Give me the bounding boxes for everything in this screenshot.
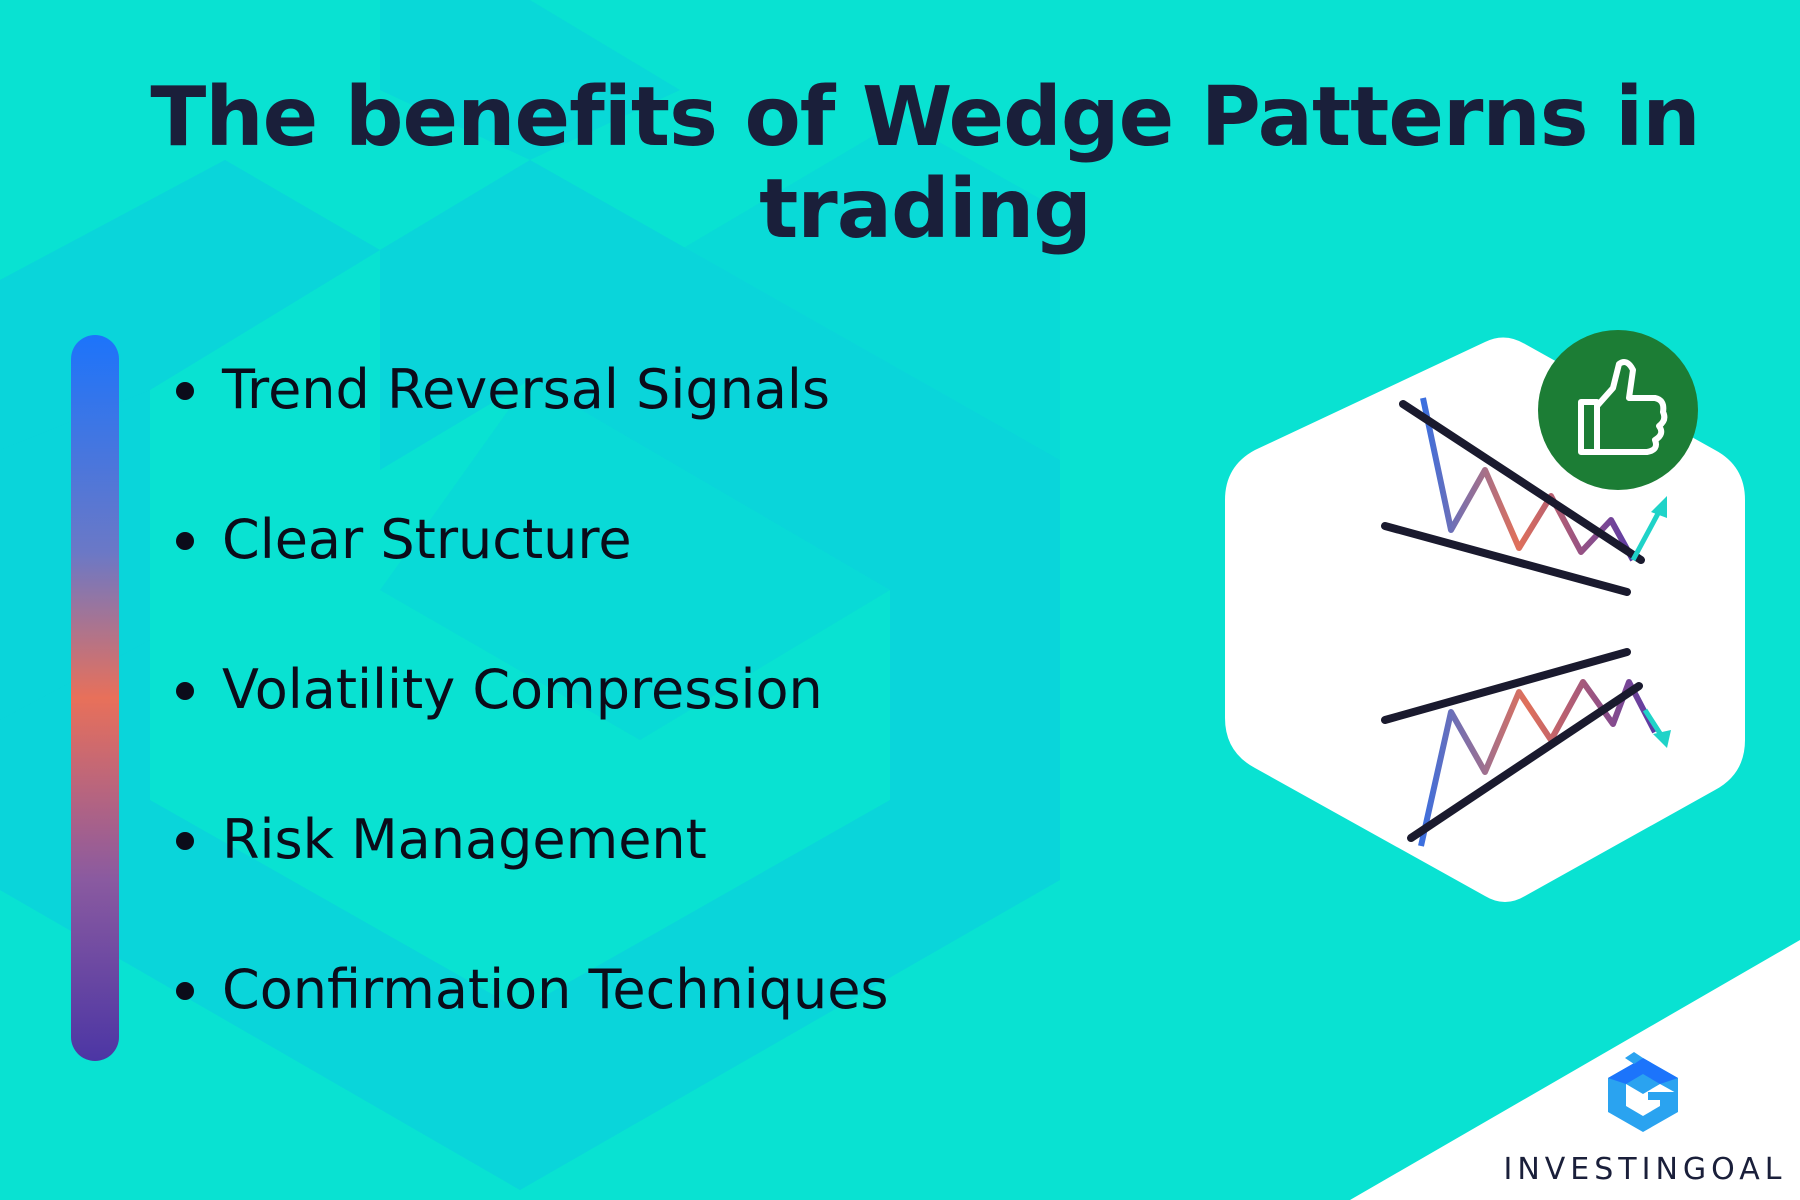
bullet-dot <box>176 682 194 700</box>
bullet-dot <box>176 382 194 400</box>
bullet-dot <box>176 532 194 550</box>
benefit-label: Trend Reversal Signals <box>222 358 831 421</box>
gradient-accent-bar <box>71 335 119 1061</box>
wedge-pattern-illustration <box>1225 330 1745 902</box>
benefit-label: Risk Management <box>222 808 707 871</box>
investingoal-logo-icon <box>1608 1052 1678 1132</box>
brand-name: INVESTINGOAL <box>1503 1152 1787 1187</box>
bullet-dot <box>176 982 194 1000</box>
list-item: Trend Reversal Signals <box>176 350 889 500</box>
list-item: Risk Management <box>176 800 889 950</box>
bullet-dot <box>176 832 194 850</box>
list-item: Clear Structure <box>176 500 889 650</box>
list-item: Volatility Compression <box>176 650 889 800</box>
title-line-2: trading <box>759 162 1092 257</box>
page-title: The benefits of Wedge Patterns in tradin… <box>0 72 1800 256</box>
thumbs-up-icon <box>1538 330 1698 490</box>
benefit-label: Confirmation Techniques <box>222 958 889 1021</box>
falling-wedge-icon <box>1381 397 1667 596</box>
title-line-1: The benefits of Wedge Patterns in <box>150 70 1700 165</box>
benefit-label: Clear Structure <box>222 508 632 571</box>
rising-wedge-icon <box>1381 648 1671 847</box>
list-item: Confirmation Techniques <box>176 950 889 1100</box>
benefit-label: Volatility Compression <box>222 658 823 721</box>
benefits-list: Trend Reversal Signals Clear Structure V… <box>176 350 889 1100</box>
